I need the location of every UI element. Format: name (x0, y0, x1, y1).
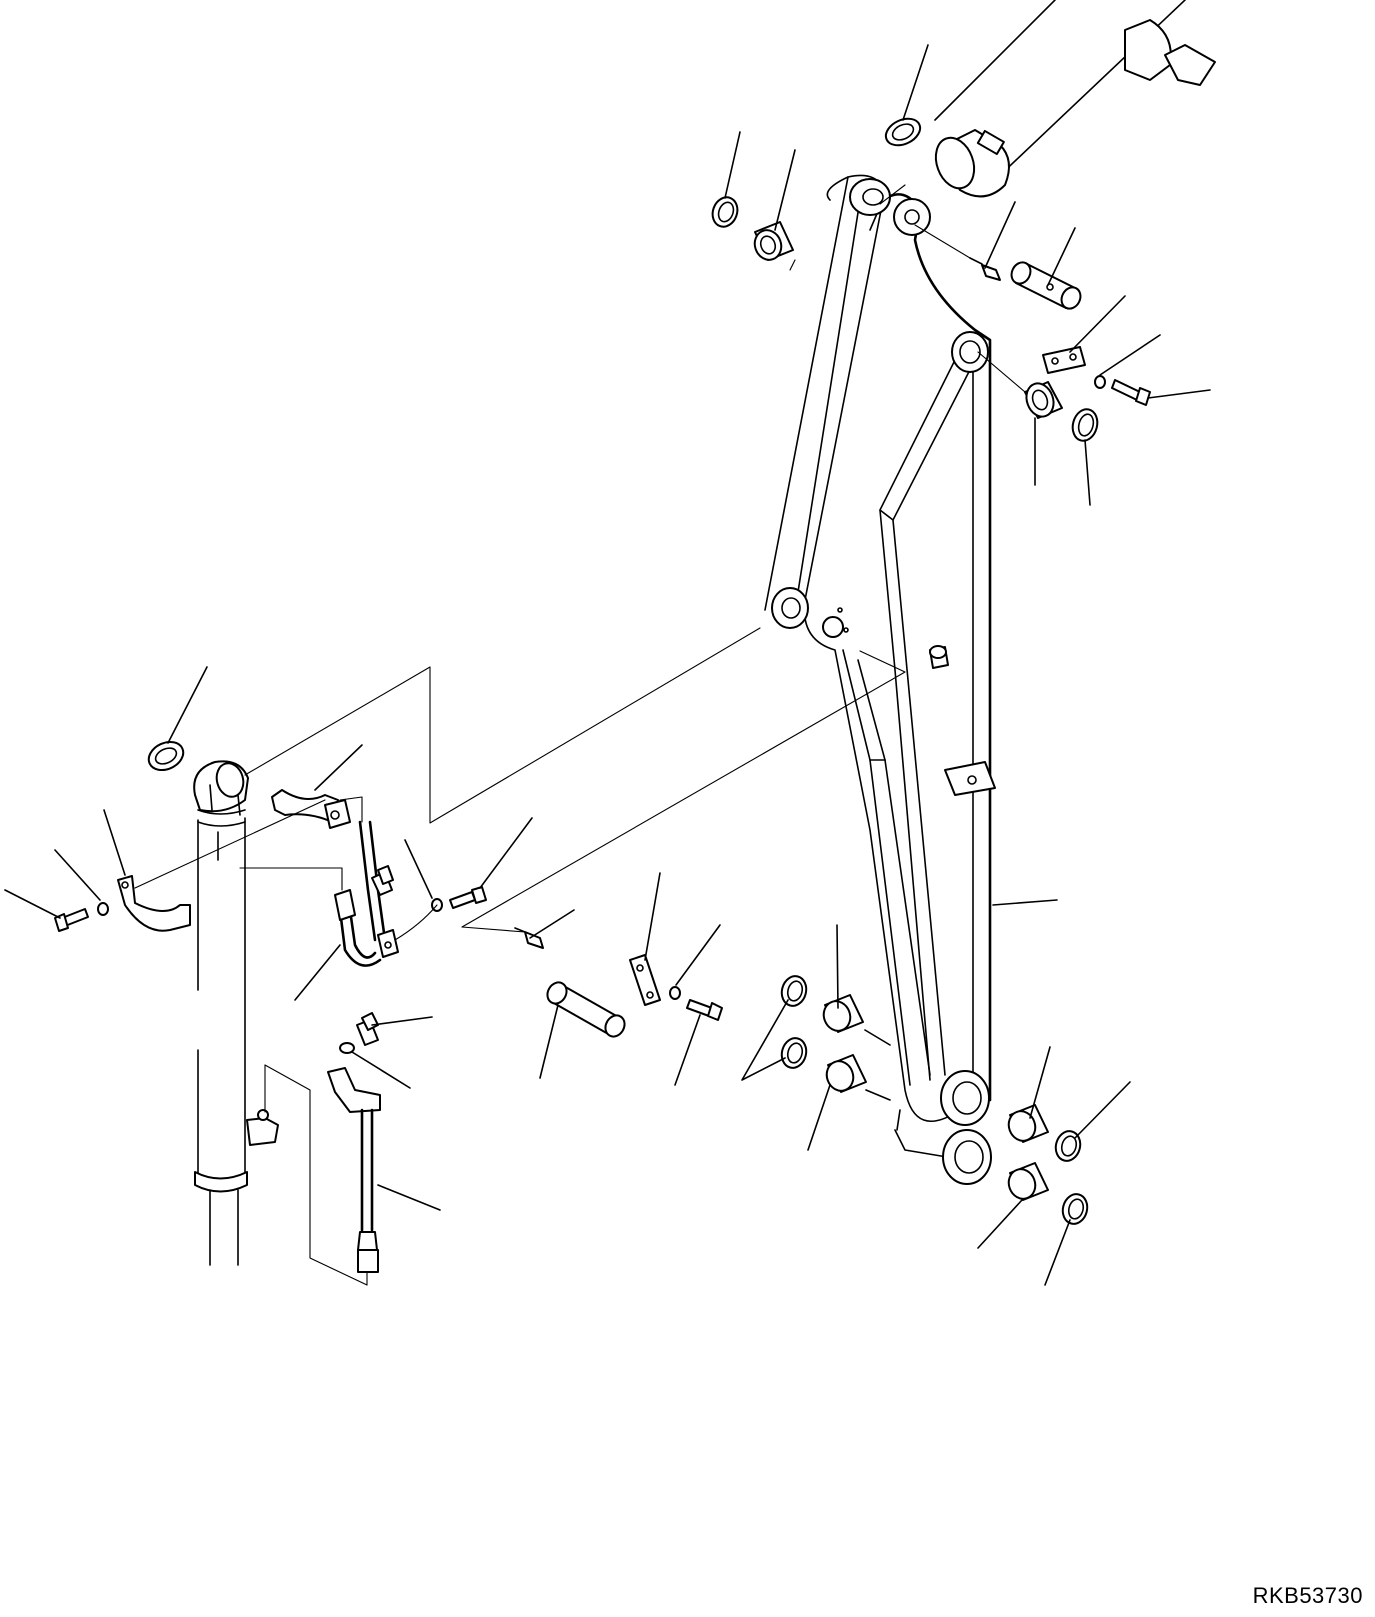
foot-pin-parts (779, 973, 1091, 1226)
boom-cylinder-rod-end (929, 0, 1215, 196)
boom-cylinder-bottom (144, 737, 278, 1265)
middle-pin-parts (515, 928, 722, 1040)
assembly-lines (135, 185, 1025, 1285)
top-boss-parts (709, 114, 1150, 444)
leader-lines (5, 45, 1210, 1285)
drawing-code: RKB53730 (1252, 1583, 1363, 1608)
hose-clamps (55, 790, 350, 931)
boom (765, 175, 995, 1184)
hydraulic-pipe (335, 822, 486, 966)
lower-pipe (328, 1013, 380, 1272)
